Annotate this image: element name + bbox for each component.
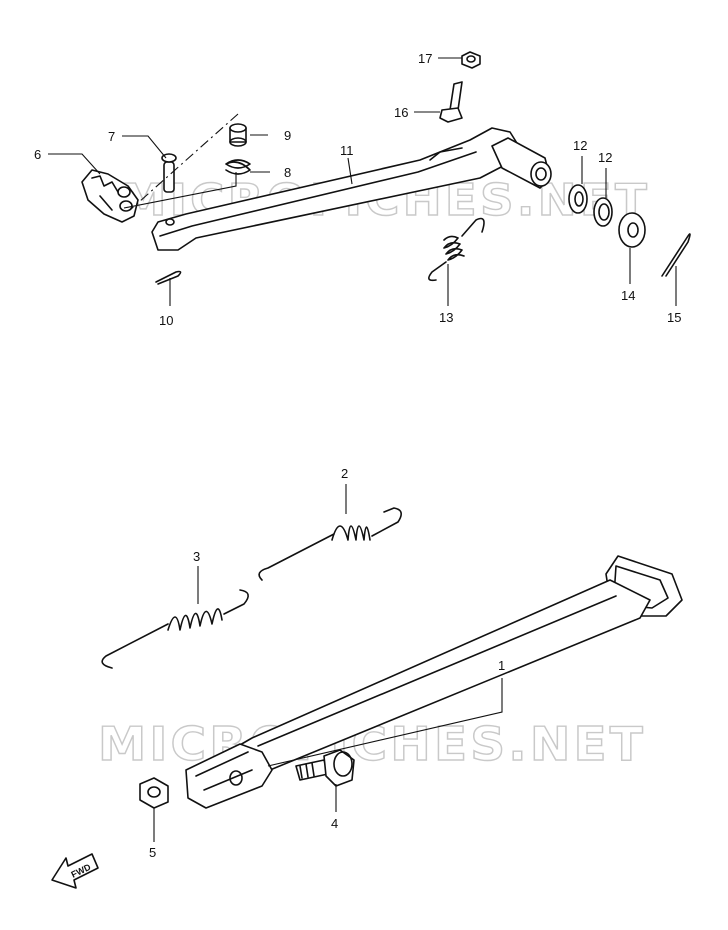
callout-13: 13 <box>439 310 453 325</box>
leader-lines-lower <box>153 484 503 842</box>
joint-cotter-pin <box>155 270 182 285</box>
callout-14: 14 <box>621 288 635 303</box>
stand-spring-outer <box>258 507 402 581</box>
leader-lines-upper <box>48 57 677 306</box>
pedal-oil-seal <box>568 184 588 214</box>
callout-3: 3 <box>193 549 200 564</box>
pedal-cotter-pin <box>661 233 691 277</box>
rear-brake-pedal <box>151 127 552 251</box>
pedal-adjust-bolt <box>439 81 463 123</box>
rear-brake-rod-joint <box>81 169 139 223</box>
pin-collar <box>229 123 247 147</box>
callout-6: 6 <box>34 147 41 162</box>
callout-8: 8 <box>284 165 291 180</box>
stand-nut <box>139 777 169 809</box>
callout-15: 15 <box>667 310 681 325</box>
callout-10: 10 <box>159 313 173 328</box>
callout-16: 16 <box>394 105 408 120</box>
callout-12a: 12 <box>573 138 587 153</box>
callout-9: 9 <box>284 128 291 143</box>
stand-pivot-bolt <box>295 749 355 787</box>
pedal-oil-seal-2 <box>593 197 613 227</box>
pedal-adjust-nut <box>461 51 481 69</box>
pin-spring <box>225 159 251 175</box>
assembly-line <box>129 113 239 211</box>
callout-12b: 12 <box>598 150 612 165</box>
callouts: 1 2 3 4 5 6 7 8 9 10 11 12 12 13 14 15 1… <box>34 51 681 860</box>
callout-5: 5 <box>149 845 156 860</box>
callout-17: 17 <box>418 51 432 66</box>
pedal-return-spring <box>428 217 485 282</box>
forward-direction-badge: FWD <box>51 853 99 889</box>
joint-pin <box>161 153 177 193</box>
side-stand <box>185 555 683 809</box>
pedal-washer <box>618 212 646 248</box>
callout-2: 2 <box>341 466 348 481</box>
callout-11: 11 <box>340 143 354 158</box>
callout-1: 1 <box>498 658 505 673</box>
callout-4: 4 <box>331 816 338 831</box>
forward-arrow-icon <box>51 853 99 889</box>
callout-7: 7 <box>108 129 115 144</box>
stand-spring-inner <box>101 589 249 669</box>
